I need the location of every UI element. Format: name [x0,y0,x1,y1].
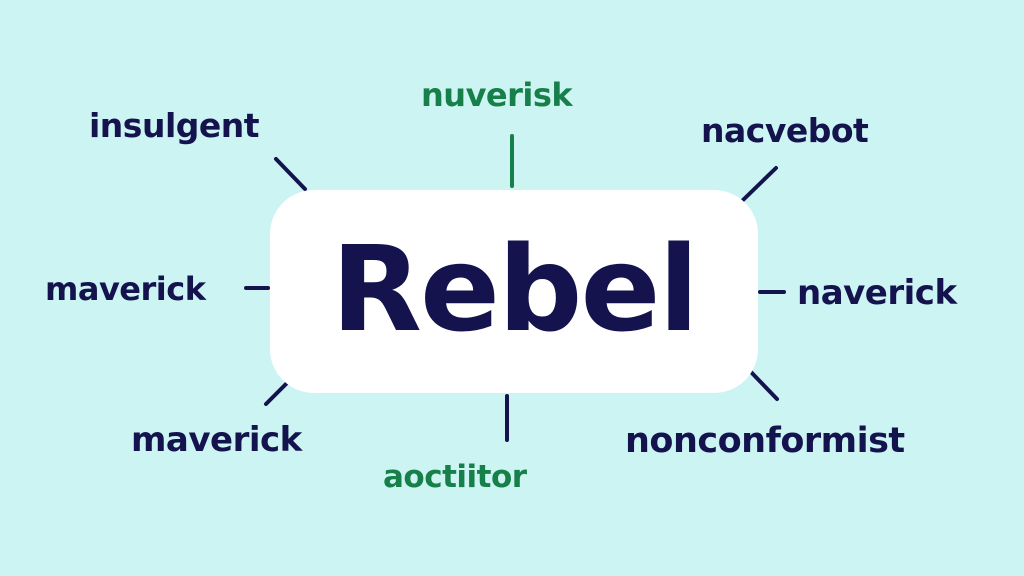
node-right-label: naverick [797,273,957,313]
connector-bottom-right [748,369,779,401]
connector-top-right [740,166,778,203]
connector-bottom-left [264,379,291,406]
center-label: Rebel [331,219,699,358]
node-left-label: maverick [45,270,206,308]
node-top-left-label: insulgent [89,106,260,145]
node-bottom-right-label: nonconformist [625,421,905,461]
node-bottom-left-label: maverick [131,420,302,460]
node-top-label: nuverisk [421,76,573,114]
center-node: Rebel [270,190,758,393]
connector-top-left [274,157,307,191]
node-top-right-label: nacvebot [701,111,869,150]
node-bottom-label: aoctiitor [383,459,527,495]
